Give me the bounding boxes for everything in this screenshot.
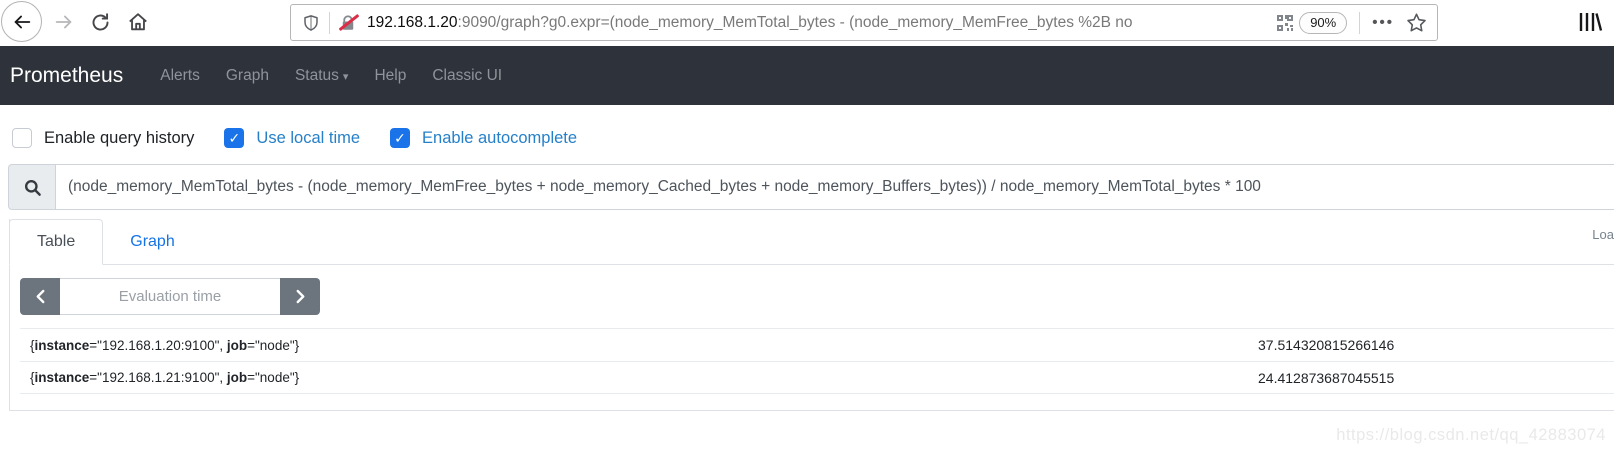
decrease-time-button[interactable]: [20, 278, 60, 315]
divider: [1359, 11, 1361, 34]
chevron-left-icon: [35, 289, 46, 304]
increase-time-button[interactable]: [280, 278, 320, 315]
tab-table[interactable]: Table: [9, 219, 104, 265]
library-icon[interactable]: [1574, 8, 1606, 36]
chevron-right-icon: [295, 289, 306, 304]
forward-arrow-icon: [53, 11, 75, 33]
bookmark-star-icon[interactable]: [1406, 12, 1427, 33]
reload-button[interactable]: [86, 8, 114, 36]
nav-item-status[interactable]: Status▾: [294, 66, 349, 84]
reload-icon: [90, 12, 111, 33]
evaluation-time-input[interactable]: [60, 278, 280, 315]
option-enable-query-history[interactable]: Enable query history: [12, 128, 194, 148]
caret-down-icon: ▾: [342, 70, 349, 83]
back-button[interactable]: [1, 1, 42, 42]
brand-prometheus[interactable]: Prometheus: [10, 63, 124, 87]
search-icon: [23, 178, 42, 197]
series-labels: {instance="192.168.1.20:9100", job="node…: [30, 337, 300, 353]
series-value: 37.514320815266146: [1258, 337, 1395, 353]
expression-input-group: [8, 164, 1614, 210]
unchecked-checkbox[interactable]: [12, 128, 32, 148]
forward-button[interactable]: [50, 8, 78, 36]
nav-item-graph[interactable]: Graph: [225, 66, 269, 84]
url-host: 192.168.1.20: [367, 13, 458, 31]
evaluation-time-stepper: [20, 278, 320, 315]
watermark: https://blog.csdn.net/qq_42883074: [1336, 426, 1606, 444]
tracking-shield-icon[interactable]: [302, 14, 320, 32]
checked-checkbox[interactable]: ✓: [390, 128, 411, 148]
option-enable-autocomplete[interactable]: ✓ Enable autocomplete: [390, 128, 577, 148]
table-panel-body: {instance="192.168.1.20:9100", job="node…: [10, 265, 1614, 410]
url-bar[interactable]: 192.168.1.20:9090/graph?g0.expr=(node_me…: [290, 4, 1438, 41]
nav-item-alerts[interactable]: Alerts: [160, 66, 200, 84]
option-label[interactable]: Enable autocomplete: [422, 128, 578, 147]
table-row: {instance="192.168.1.20:9100", job="node…: [20, 328, 1614, 361]
home-button[interactable]: [124, 8, 152, 36]
series-labels: {instance="192.168.1.21:9100", job="node…: [30, 370, 300, 385]
tab-graph[interactable]: Graph: [130, 233, 175, 250]
zoom-level-badge[interactable]: 90%: [1299, 11, 1348, 34]
option-use-local-time[interactable]: ✓ Use local time: [224, 128, 360, 148]
load-time-info: Loa: [1592, 227, 1614, 242]
nav-items: Alerts Graph Status▾ Help Classic UI: [147, 67, 515, 85]
back-arrow-icon: [11, 11, 33, 33]
option-label[interactable]: Enable query history: [44, 128, 195, 147]
page-actions-icon[interactable]: •••: [1372, 14, 1394, 31]
url-text: 192.168.1.20:9090/graph?g0.expr=(node_me…: [367, 14, 1277, 32]
checked-checkbox[interactable]: ✓: [224, 128, 245, 148]
table-row: {instance="192.168.1.21:9100", job="node…: [20, 361, 1614, 394]
results-panel: Table Graph Loa {instance="192.168.1.20:…: [9, 219, 1614, 411]
search-addon: [8, 164, 55, 210]
url-path: :9090/graph?g0.expr=(node_memory_MemTota…: [457, 13, 1133, 31]
expression-input[interactable]: [55, 164, 1614, 210]
option-label[interactable]: Use local time: [256, 128, 361, 147]
nav-item-help[interactable]: Help: [374, 66, 407, 84]
series-value: 24.412873687045515: [1258, 369, 1395, 386]
qr-code-icon[interactable]: [1277, 14, 1294, 31]
prometheus-navbar: Prometheus Alerts Graph Status▾ Help Classic…: [0, 46, 1614, 105]
results-table: {instance="192.168.1.20:9100", job="node…: [20, 328, 1614, 394]
tab-bar: Table Graph Loa: [9, 219, 1614, 265]
insecure-lock-icon[interactable]: [338, 13, 360, 32]
divider: [329, 11, 330, 34]
home-icon: [127, 11, 149, 33]
query-options: Enable query history ✓ Use local time ✓ Enab…: [12, 128, 1614, 148]
browser-toolbar: 192.168.1.20:9090/graph?g0.expr=(node_me…: [0, 0, 1614, 46]
nav-item-classic-ui[interactable]: Classic UI: [432, 66, 503, 84]
